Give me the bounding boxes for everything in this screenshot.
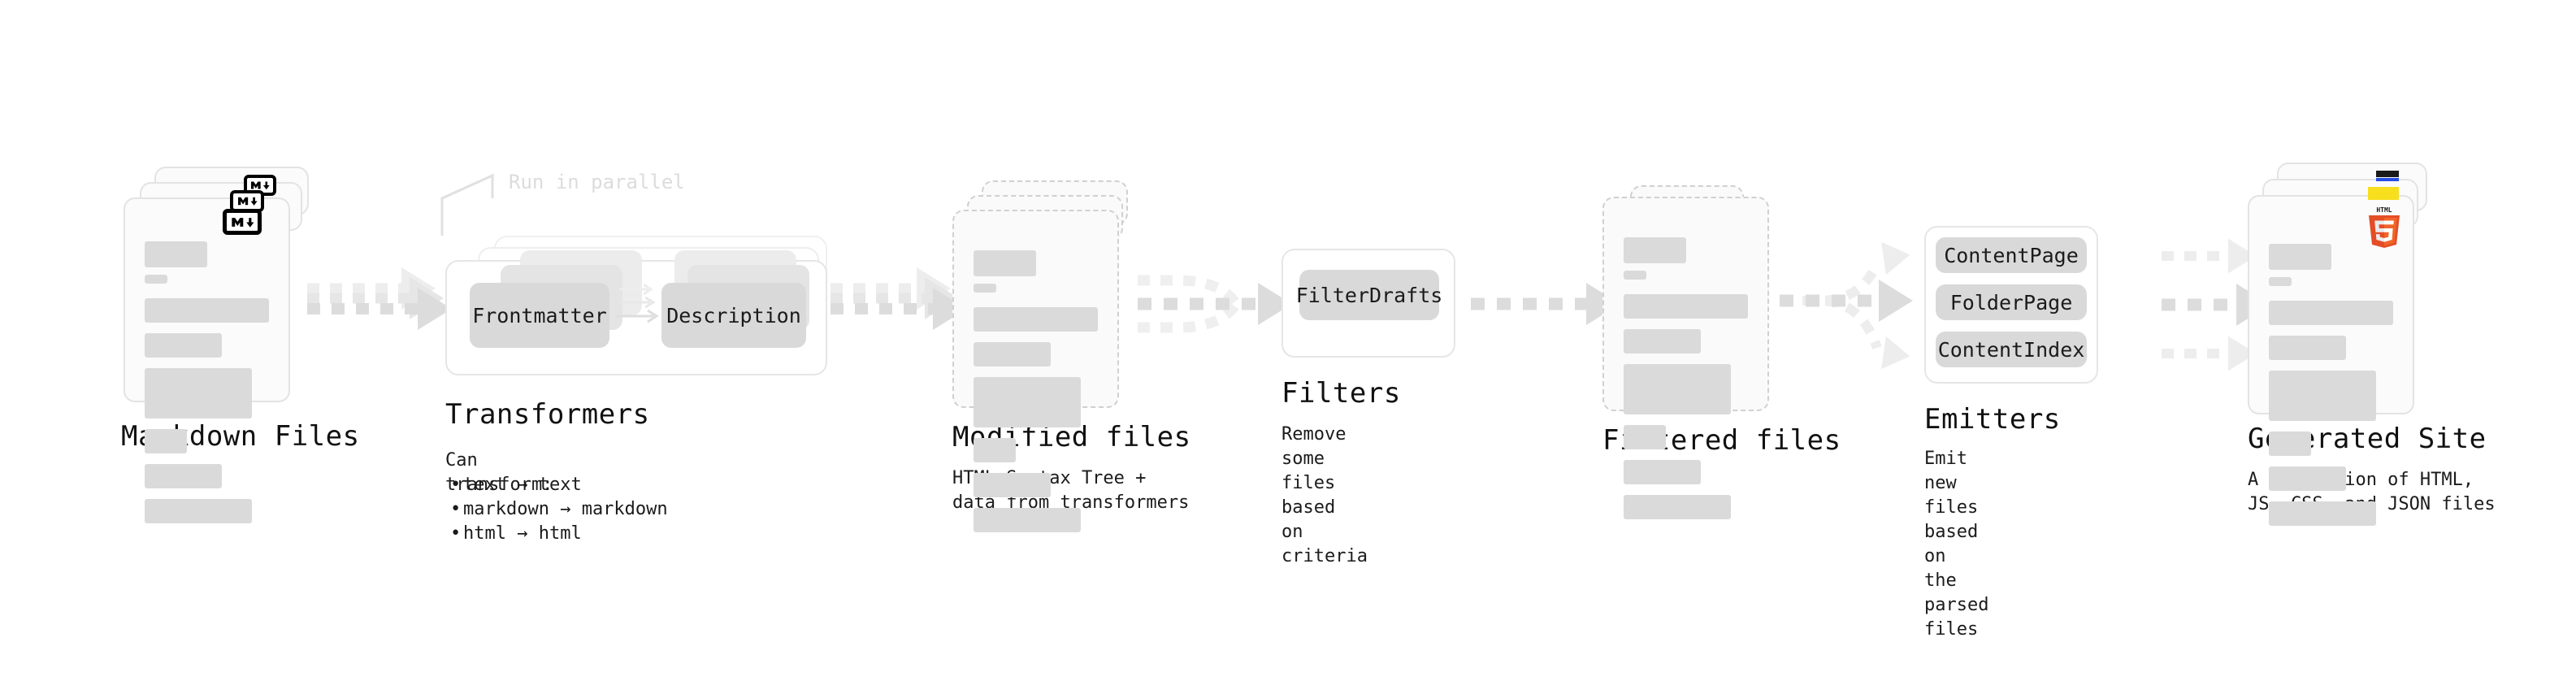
- doc-skeleton-line: [2269, 501, 2376, 526]
- stage-modified-files: Modified files HTML Syntax Tree + data f…: [952, 180, 1191, 532]
- doc-skeleton-line: [145, 429, 188, 453]
- doc-skeleton-line: [2269, 432, 2312, 456]
- stage-filtered-files: Filtered files: [1602, 185, 1841, 519]
- markdown-card-front: [124, 197, 290, 523]
- doc-skeleton-title: [1624, 237, 1686, 263]
- transformers-bullet: markdown → markdown: [445, 497, 668, 522]
- doc-skeleton-subtitle: [974, 284, 996, 293]
- run-in-parallel-leader: [440, 173, 494, 236]
- emitters-pill-folderpage[interactable]: FolderPage: [1936, 284, 2087, 320]
- transformer-pill-label: Frontmatter: [472, 303, 607, 327]
- modified-file-stack: [952, 180, 1139, 532]
- doc-skeleton-line: [974, 438, 1017, 462]
- doc-skeleton-title: [974, 250, 1036, 276]
- doc-skeleton-line: [1624, 460, 1701, 484]
- doc-skeleton-line: [2269, 336, 2346, 360]
- transformers-bullet-list: text → text markdown → markdown html → h…: [445, 473, 668, 546]
- run-in-parallel-label: Run in parallel: [509, 171, 685, 193]
- doc-skeleton-line: [145, 499, 252, 523]
- connector-transformers-to-modified: [830, 267, 967, 330]
- doc-skeleton-title: [2269, 244, 2331, 270]
- emitters-pill-contentindex[interactable]: ContentIndex: [1936, 332, 2087, 367]
- stage-label-transformers: Transformers: [445, 398, 650, 431]
- transformer-pill-description[interactable]: Description: [661, 283, 806, 348]
- css3-icon: [2376, 171, 2399, 181]
- doc-skeleton-subtitle: [145, 275, 167, 284]
- doc-skeleton-line: [974, 307, 1098, 332]
- site-card-front: [2248, 195, 2414, 526]
- doc-skeleton-subtitle: [2269, 277, 2292, 286]
- transformers-bullet: html → html: [445, 522, 668, 546]
- transformer-pill-frontmatter[interactable]: Frontmatter: [470, 283, 609, 348]
- emitters-pill-label: FolderPage: [1949, 290, 2073, 314]
- doc-skeleton-line: [1624, 495, 1731, 519]
- doc-skeleton-title: [145, 241, 207, 267]
- doc-skeleton-line: [2269, 466, 2346, 491]
- connector-filters-to-filtered: [1471, 283, 1620, 325]
- doc-skeleton-line: [2269, 371, 2376, 421]
- generated-site-stack: HTML: [2248, 163, 2443, 526]
- doc-skeleton-line: [145, 333, 222, 358]
- emitters-desc: Emit new files based on the parsed files: [1924, 449, 1989, 640]
- stage-generated-site: HTML Generated Site A collection of HTML…: [2248, 163, 2496, 526]
- doc-skeleton-line: [974, 473, 1051, 497]
- transformer-pill-label: Description: [666, 303, 801, 327]
- emitters-pill-contentpage[interactable]: ContentPage: [1936, 237, 2087, 273]
- filters-pill-label: FilterDrafts: [1295, 283, 1443, 307]
- doc-skeleton-line: [145, 298, 269, 323]
- stage-label-filters: Filters: [1281, 377, 1401, 410]
- filters-desc: Remove some files based on criteria: [1281, 424, 1368, 566]
- doc-skeleton-line: [1624, 329, 1701, 354]
- filters-pill-filterdrafts[interactable]: FilterDrafts: [1296, 270, 1442, 320]
- emitters-pill-label: ContentPage: [1944, 243, 2079, 267]
- js-icon: [2368, 187, 2399, 200]
- stage-label-emitters: Emitters: [1924, 403, 2061, 436]
- transformers-bullet: text → text: [445, 473, 668, 497]
- markdown-file-stack: [124, 167, 310, 523]
- transformer-inner-arrows: [616, 283, 659, 323]
- markdown-icon: [230, 190, 264, 212]
- html5-icon: HTML: [2369, 206, 2400, 248]
- doc-skeleton-line: [974, 377, 1081, 427]
- doc-skeleton-line: [974, 342, 1051, 367]
- doc-skeleton-line: [2269, 301, 2393, 325]
- doc-skeleton-line: [974, 508, 1081, 532]
- doc-skeleton-subtitle: [1624, 271, 1646, 280]
- doc-skeleton-line: [1624, 425, 1667, 449]
- doc-skeleton-line: [145, 368, 252, 419]
- doc-skeleton-line: [1624, 364, 1731, 414]
- doc-skeleton-line: [1624, 294, 1748, 319]
- doc-skeleton-line: [145, 464, 222, 488]
- modified-card-front: [952, 210, 1119, 532]
- markdown-icon: [223, 209, 262, 235]
- emitters-pill-label: ContentIndex: [1937, 337, 2085, 362]
- filtered-file-stack: [1602, 185, 1789, 519]
- stage-markdown-files: Markdown Files: [121, 167, 360, 523]
- svg-text:HTML: HTML: [2376, 206, 2392, 214]
- filtered-card-front: [1602, 197, 1769, 519]
